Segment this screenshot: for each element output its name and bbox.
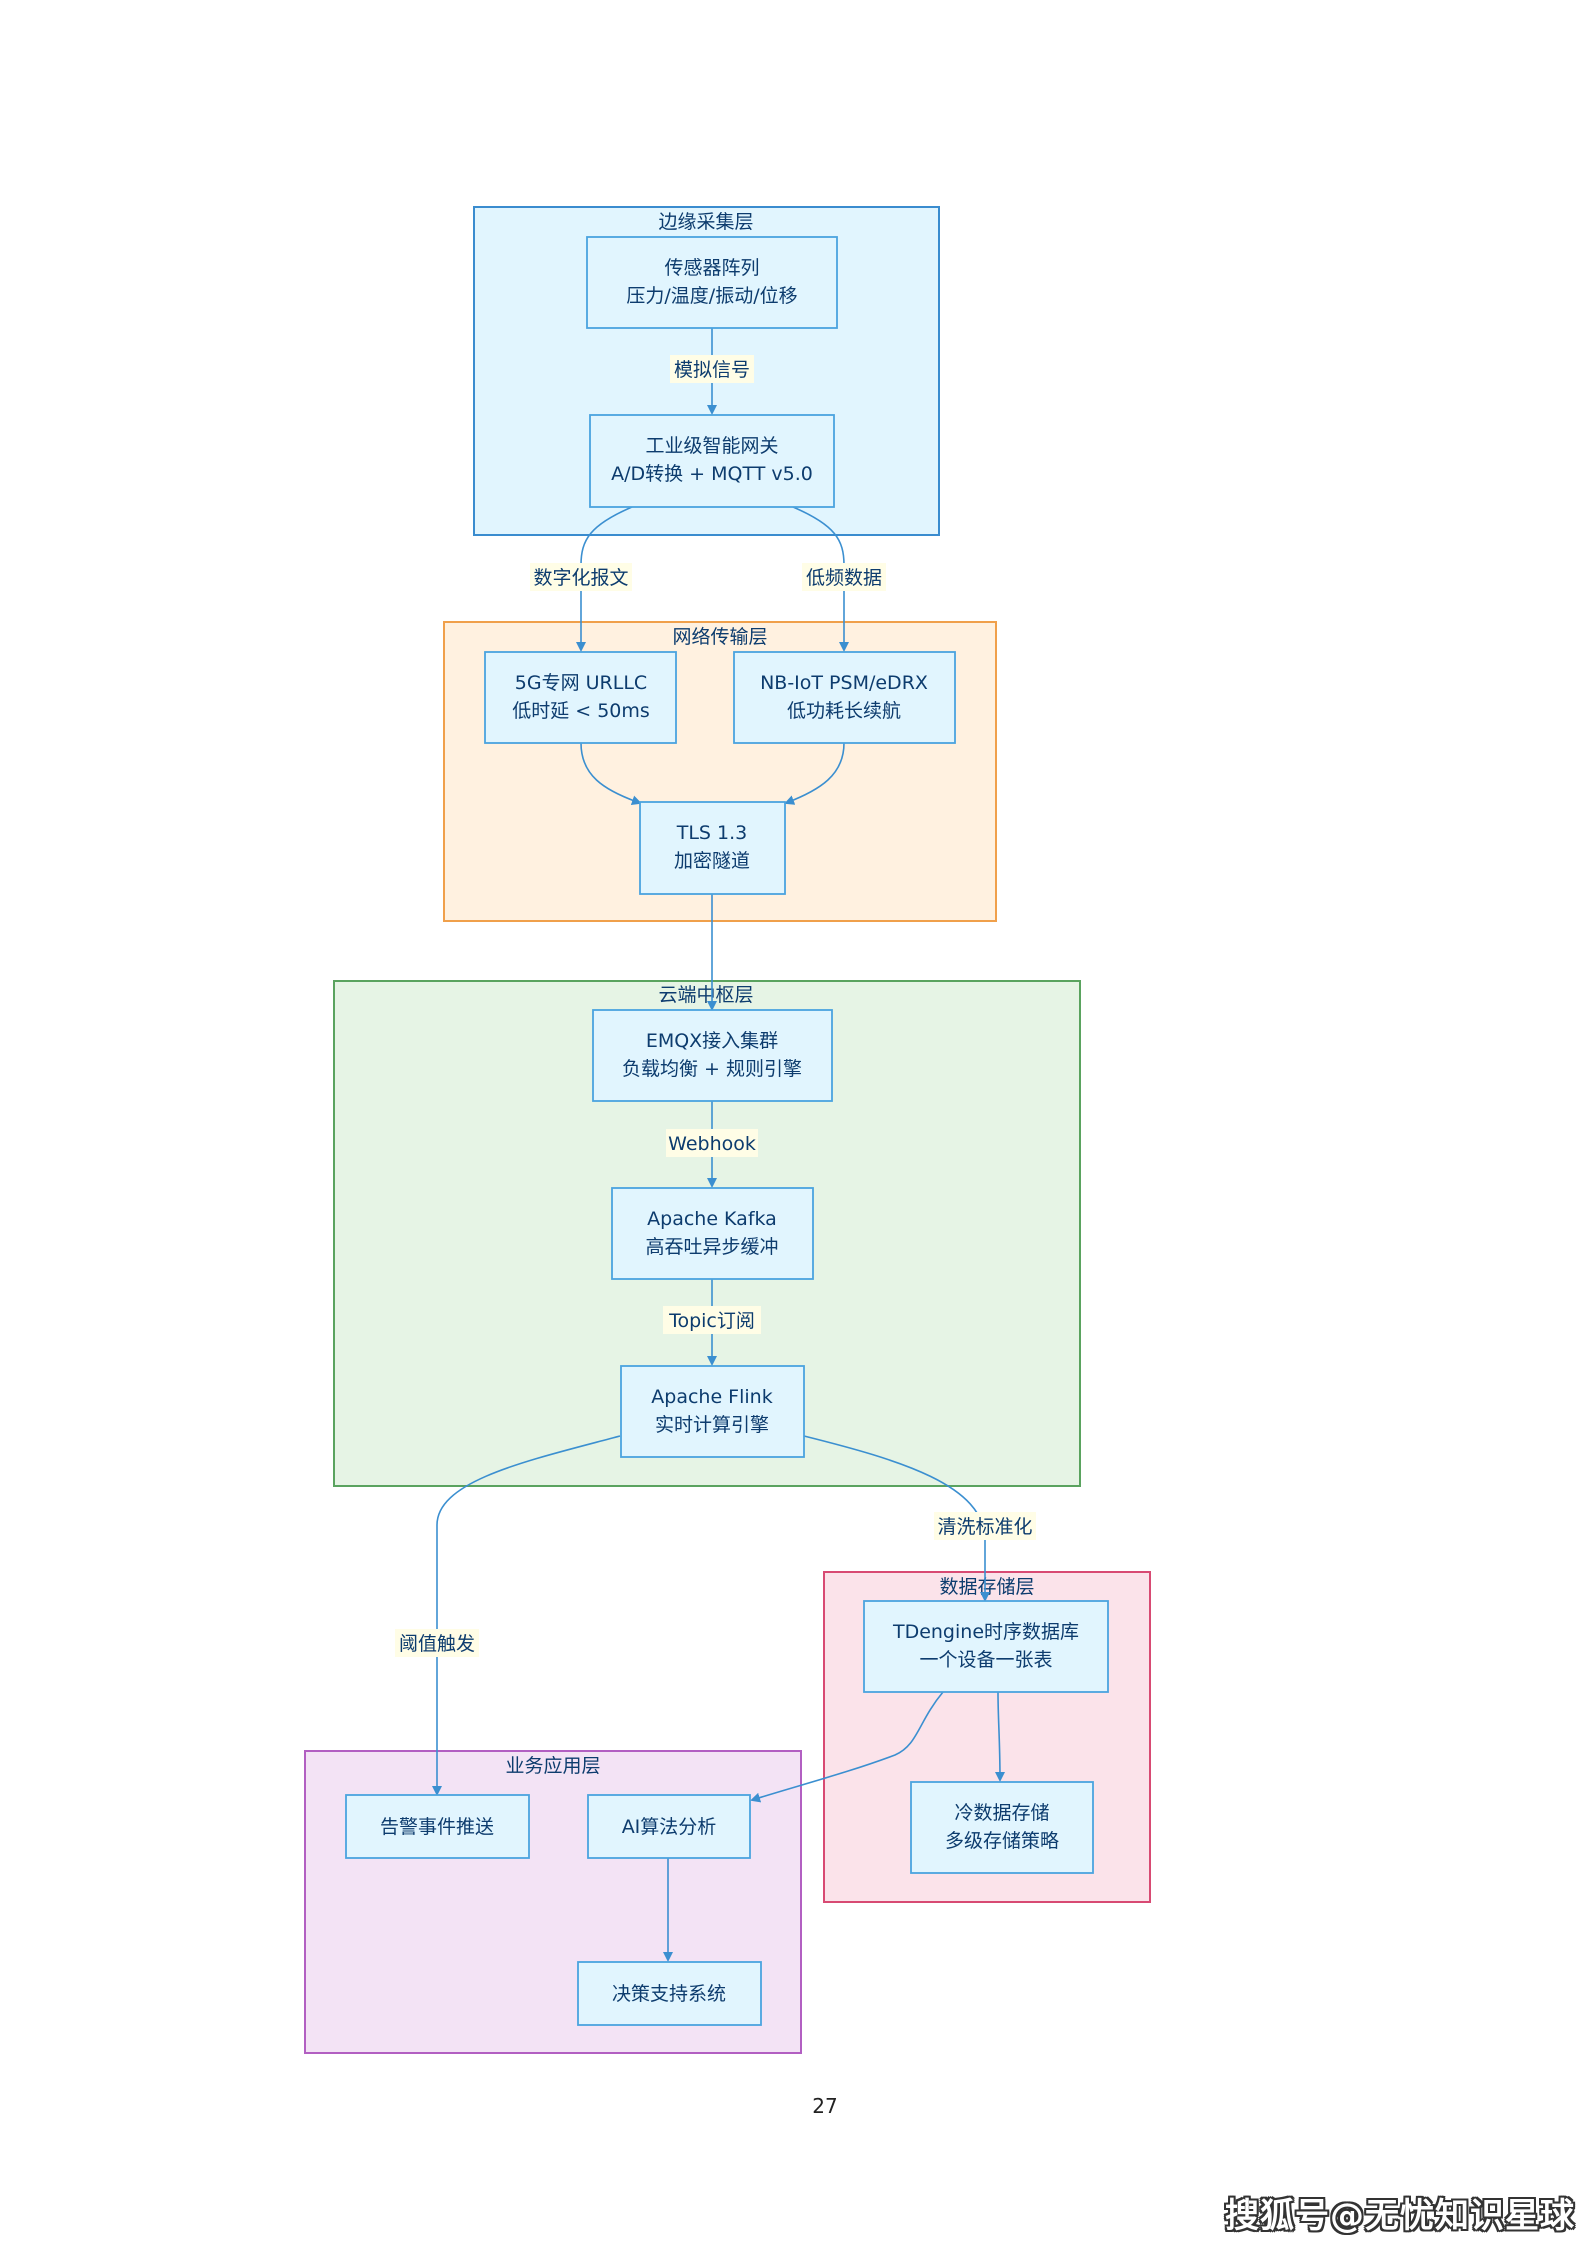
edge-label-lowfreq: 低频数据 xyxy=(806,567,882,589)
node-gateway[interactable]: 工业级智能网关 A/D转换 + MQTT v5.0 xyxy=(589,414,835,508)
node-5g-subtitle: 低时延 < 50ms xyxy=(512,700,650,722)
group-storage-label: 数据存储层 xyxy=(939,1576,1034,1598)
group-cloud-label: 云端中枢层 xyxy=(658,984,753,1006)
edge-flink-alarm xyxy=(432,1435,621,1796)
node-cold-title: 冷数据存储 xyxy=(954,1802,1049,1824)
node-cold-storage[interactable]: 冷数据存储 多级存储策略 xyxy=(910,1781,1094,1874)
group-edge-label: 边缘采集层 xyxy=(658,211,753,233)
node-tdengine[interactable]: TDengine时序数据库 一个设备一张表 xyxy=(863,1600,1109,1693)
node-emqx-title: EMQX接入集群 xyxy=(646,1030,778,1052)
node-decision-title: 决策支持系统 xyxy=(612,1983,726,2005)
edge-label-analog: 模拟信号 xyxy=(674,359,750,381)
node-5g-urllc[interactable]: 5G专网 URLLC 低时延 < 50ms xyxy=(484,651,677,744)
node-flink-title: Apache Flink xyxy=(651,1386,772,1408)
edge-nbiot-tls xyxy=(784,742,845,805)
group-network-label: 网络传输层 xyxy=(672,626,767,648)
node-alarm-title: 告警事件推送 xyxy=(380,1816,494,1838)
edge-label-webhook: Webhook xyxy=(668,1133,756,1155)
edge-label-clean: 清洗标准化 xyxy=(937,1516,1032,1538)
node-emqx[interactable]: EMQX接入集群 负载均衡 + 规则引擎 xyxy=(592,1009,833,1102)
node-ai-analysis[interactable]: AI算法分析 xyxy=(587,1794,751,1859)
node-nbiot-title: NB-IoT PSM/eDRX xyxy=(760,672,928,694)
node-ai-title: AI算法分析 xyxy=(622,1816,717,1838)
node-emqx-subtitle: 负载均衡 + 规则引擎 xyxy=(622,1058,802,1080)
edge-label-digital: 数字化报文 xyxy=(533,567,628,589)
node-tdengine-title: TDengine时序数据库 xyxy=(892,1621,1079,1643)
node-5g-title: 5G专网 URLLC xyxy=(515,672,647,694)
watermark: 搜狐号@无忧知识星球 xyxy=(1225,2196,1575,2236)
node-tls-tunnel[interactable]: TLS 1.3 加密隧道 xyxy=(639,801,786,895)
edge-tdengine-ai xyxy=(750,1691,944,1803)
node-kafka[interactable]: Apache Kafka 高吞吐异步缓冲 xyxy=(611,1187,814,1280)
edge-label-threshold: 阈值触发 xyxy=(399,1633,475,1655)
edge-5g-tls xyxy=(580,742,642,806)
node-tls-title: TLS 1.3 xyxy=(676,822,748,844)
node-tdengine-subtitle: 一个设备一张表 xyxy=(919,1649,1052,1671)
node-tls-subtitle: 加密隧道 xyxy=(674,850,750,872)
group-app-label: 业务应用层 xyxy=(505,1755,600,1777)
node-kafka-title: Apache Kafka xyxy=(647,1208,777,1230)
node-decision-support[interactable]: 决策支持系统 xyxy=(577,1961,762,2026)
node-sensor-array[interactable]: 传感器阵列 压力/温度/振动/位移 xyxy=(586,236,838,329)
page-number: 27 xyxy=(812,2094,838,2118)
nodes: 传感器阵列 压力/温度/振动/位移 工业级智能网关 A/D转换 + MQTT v… xyxy=(345,236,1109,2026)
node-nbiot[interactable]: NB-IoT PSM/eDRX 低功耗长续航 xyxy=(733,651,956,744)
node-alarm-push[interactable]: 告警事件推送 xyxy=(345,1794,530,1859)
node-kafka-subtitle: 高吞吐异步缓冲 xyxy=(645,1236,778,1258)
edge-tdengine-cold xyxy=(994,1691,1005,1782)
node-sensor-subtitle: 压力/温度/振动/位移 xyxy=(626,285,797,307)
node-flink-subtitle: 实时计算引擎 xyxy=(655,1414,769,1436)
node-nbiot-subtitle: 低功耗长续航 xyxy=(787,700,901,722)
edge-label-topic: Topic订阅 xyxy=(668,1310,755,1332)
node-cold-subtitle: 多级存储策略 xyxy=(945,1830,1059,1852)
node-gateway-subtitle: A/D转换 + MQTT v5.0 xyxy=(611,463,813,485)
node-sensor-title: 传感器阵列 xyxy=(664,257,759,279)
node-flink[interactable]: Apache Flink 实时计算引擎 xyxy=(620,1365,805,1458)
node-gateway-title: 工业级智能网关 xyxy=(645,435,778,457)
edge-labels: 模拟信号 数字化报文 低频数据 Webhook Topic订阅 清洗标准化 阈值… xyxy=(395,355,1036,1657)
